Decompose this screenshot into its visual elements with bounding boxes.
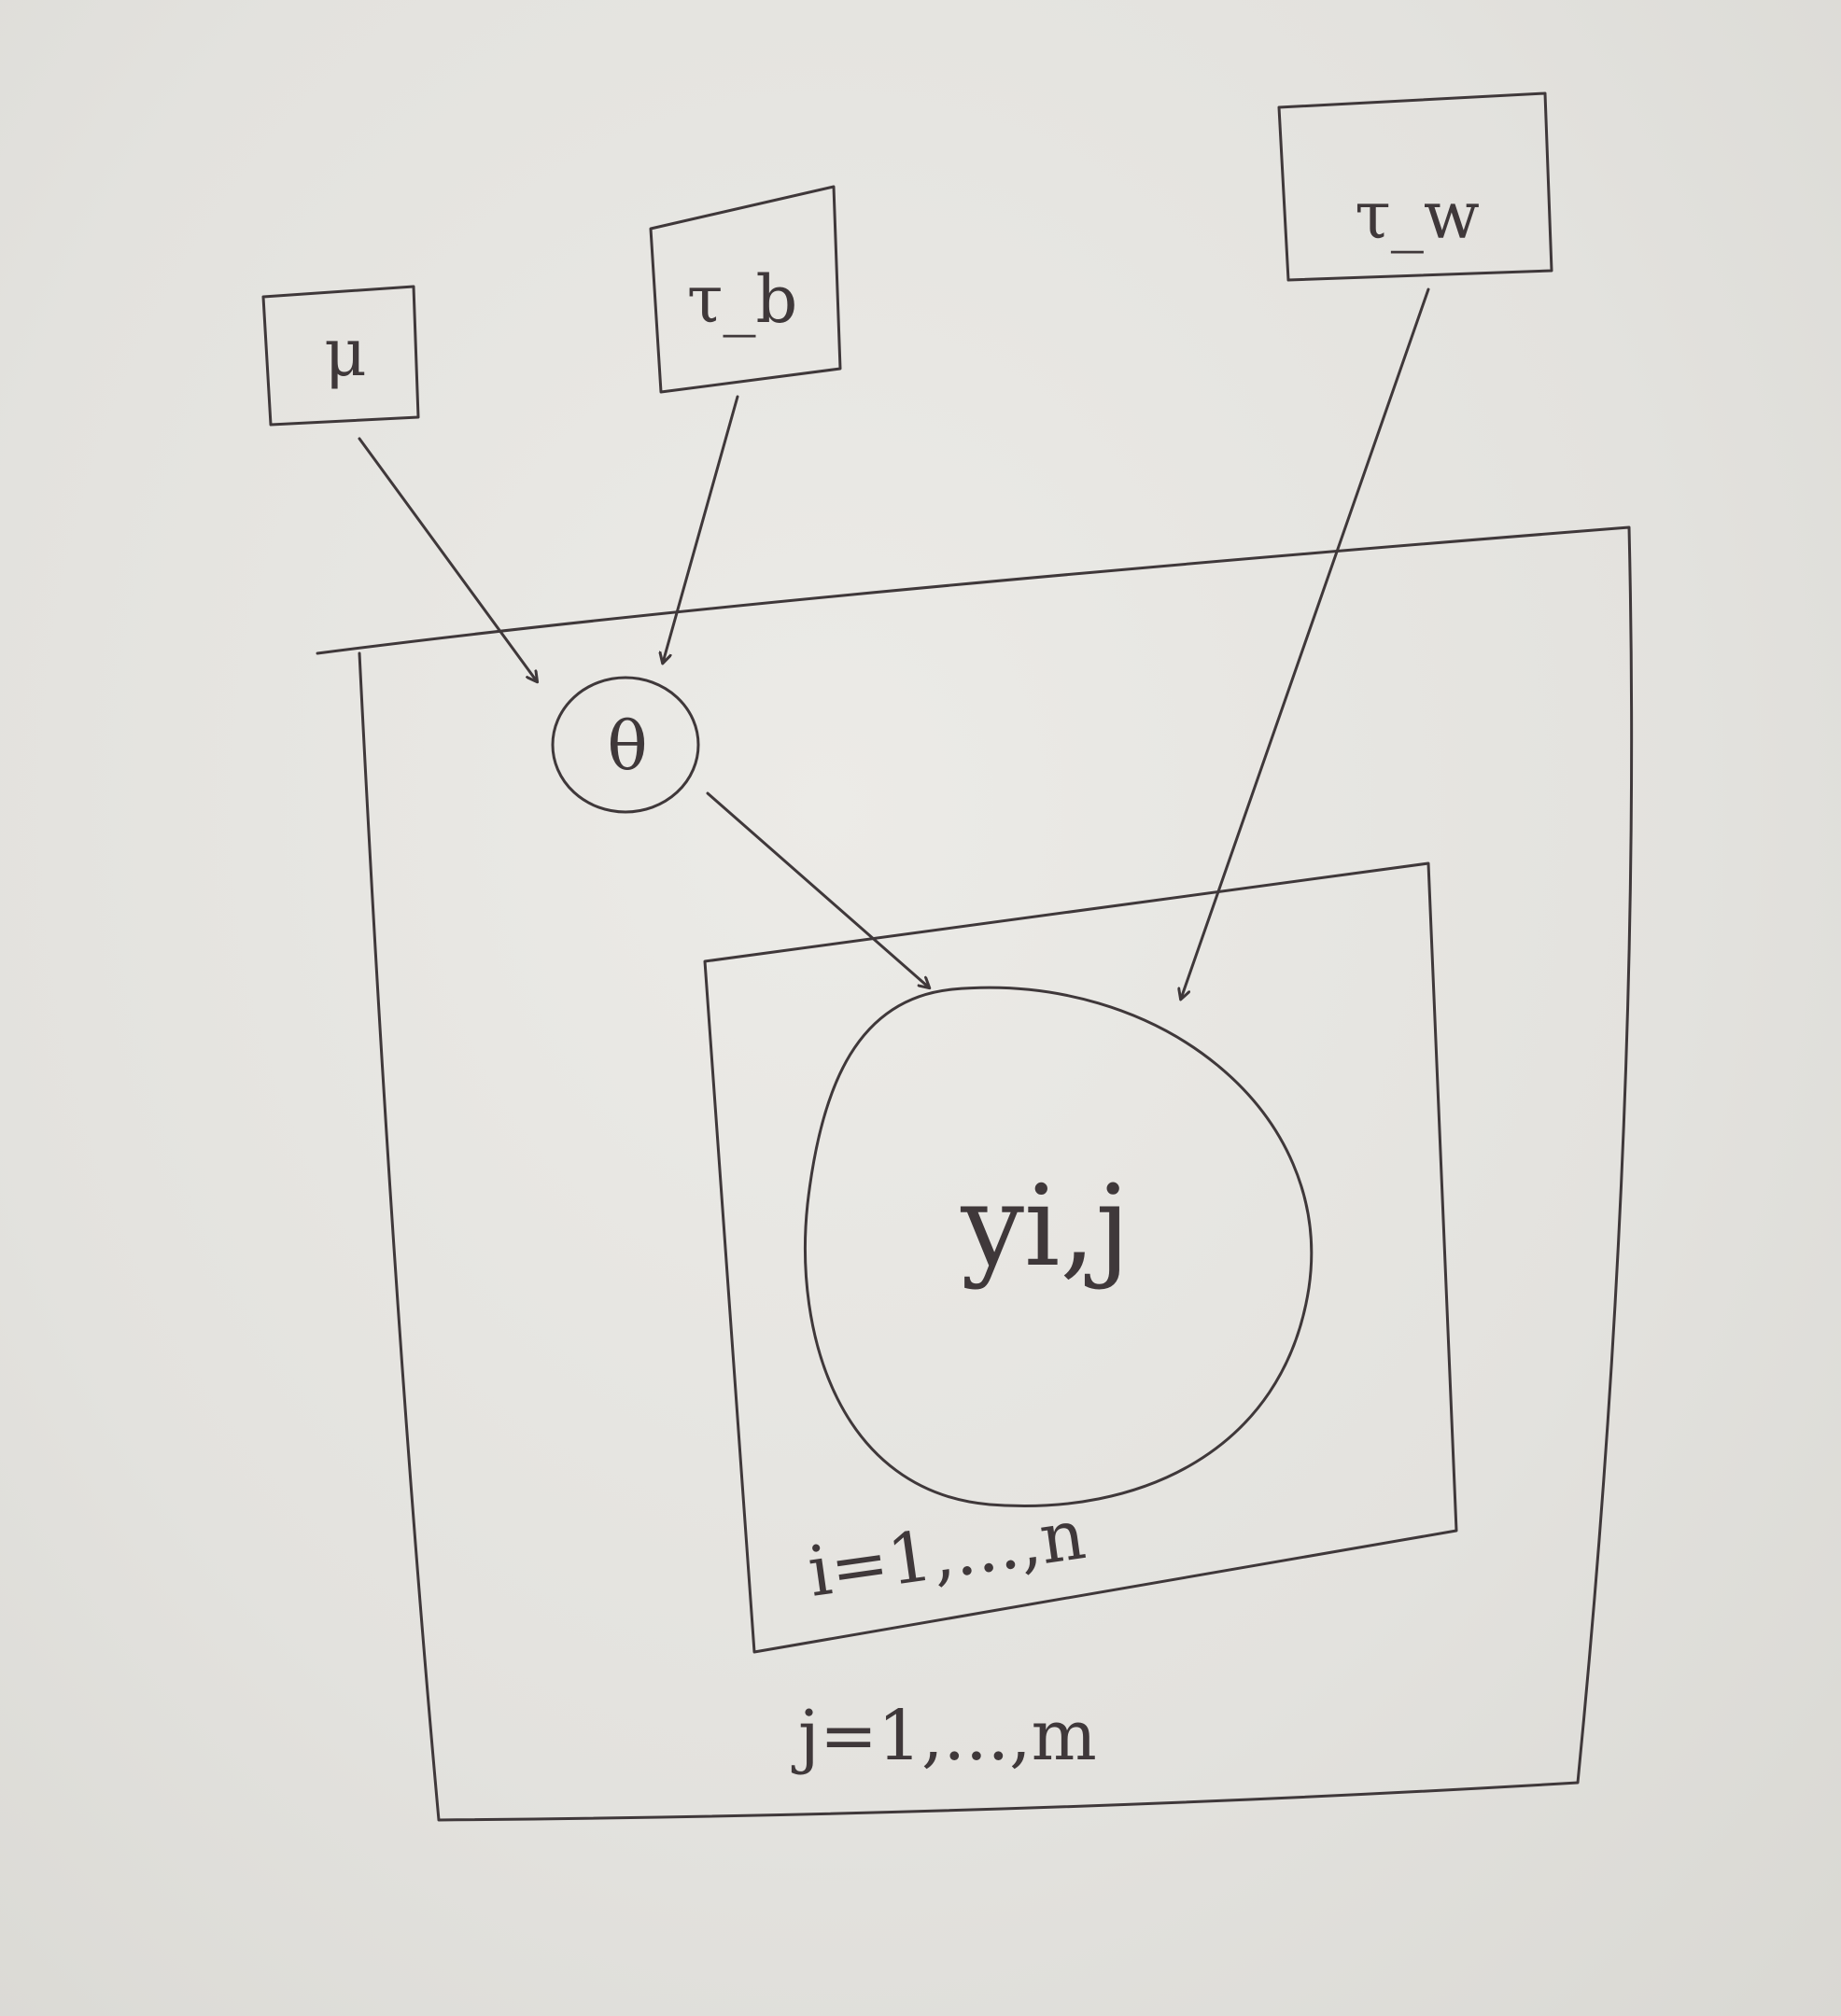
outer-plate: j=1,...,m (316, 525, 1634, 1822)
theta-label: θ (607, 707, 647, 785)
mu-label: μ (324, 315, 367, 391)
outer-plate-label: j=1,...,m (791, 1696, 1097, 1776)
mu-node: μ (261, 285, 420, 427)
tau-b-box (649, 185, 842, 394)
inner-plate-border (703, 861, 1458, 1654)
theta-node: θ (551, 676, 700, 814)
y-node: yi,j (804, 986, 1314, 1507)
y-circle (804, 986, 1314, 1507)
tau-b-node: τ_b (649, 185, 842, 394)
edges (358, 287, 1430, 999)
tau-w-label: τ_w (1355, 177, 1480, 254)
mu-box (261, 285, 420, 427)
edge-theta-to-y (706, 791, 929, 987)
theta-circle (551, 676, 700, 814)
tau-w-box (1277, 91, 1553, 282)
outer-plate-border (316, 525, 1634, 1822)
edge-mu-to-theta (358, 437, 537, 681)
tau-w-node: τ_w (1277, 91, 1553, 282)
tau-b-label: τ_b (687, 261, 798, 338)
y-label: yi,j (960, 1162, 1131, 1292)
inner-plate-label: i=1,...,n (804, 1494, 1090, 1613)
edge-tau-b-to-theta (663, 395, 739, 663)
edge-tau-w-to-y (1181, 287, 1430, 999)
